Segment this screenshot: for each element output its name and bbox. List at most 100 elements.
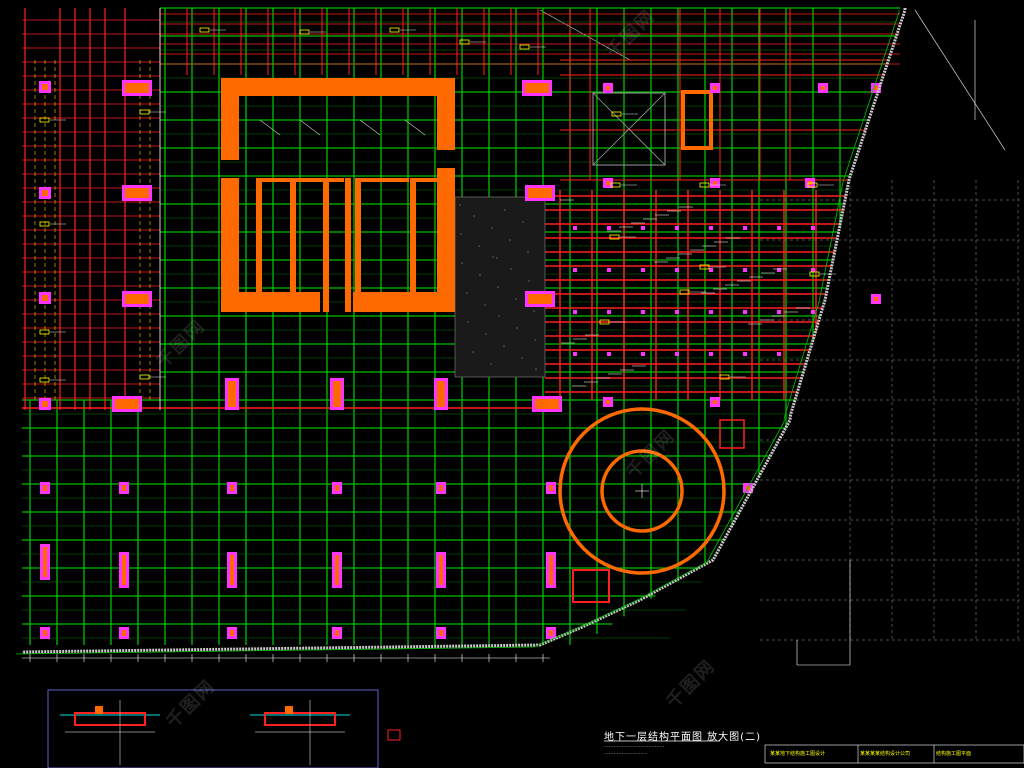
wall-annotation: [404, 119, 426, 136]
core-wall-segment: [355, 178, 361, 292]
elevator-pit: [681, 90, 713, 150]
hatch-dot: [473, 215, 475, 217]
column-small: [811, 226, 815, 230]
annotation-mark: [459, 39, 470, 45]
annotation-mark: [39, 221, 50, 227]
column-small: [641, 268, 645, 272]
column: [821, 86, 825, 90]
column-small: [641, 226, 645, 230]
hatch-dot: [516, 327, 518, 329]
column: [115, 399, 139, 409]
column-small: [777, 310, 781, 314]
column: [230, 630, 234, 636]
title-block-frame: [764, 744, 1024, 764]
ramp-inner-ring: [600, 449, 684, 533]
column: [230, 485, 234, 491]
annotation-mark: [699, 182, 710, 188]
hatched-area: [454, 196, 546, 378]
hatch-dot: [467, 321, 469, 323]
column: [42, 401, 48, 407]
core-wall-segment: [355, 178, 409, 182]
shaft-opening: [592, 92, 666, 166]
column: [122, 555, 126, 585]
column: [713, 86, 717, 90]
core-wall-segment: [290, 178, 296, 292]
section-column: [95, 706, 103, 714]
column: [549, 485, 553, 491]
beam-lines: [22, 8, 900, 410]
column: [335, 630, 339, 636]
drawing-title: 地下一层结构平面图 放大图(二): [604, 732, 761, 743]
column-small: [675, 268, 679, 272]
hatch-dot: [478, 245, 480, 247]
core-wall-segment: [323, 178, 329, 312]
hatch-dot: [509, 239, 511, 241]
column-small: [607, 352, 611, 356]
annotation-mark: [807, 182, 818, 188]
hatch-dot: [535, 368, 537, 370]
column: [125, 83, 149, 93]
column: [535, 399, 559, 409]
column: [125, 294, 149, 304]
hatch-dot: [533, 310, 535, 312]
column-small: [709, 352, 713, 356]
column-small: [675, 310, 679, 314]
section-details: [47, 689, 1024, 768]
annotation-mark: [39, 117, 50, 123]
section-beam: [74, 712, 146, 726]
section-beam: [264, 712, 336, 726]
column: [437, 381, 445, 407]
column-small: [607, 226, 611, 230]
column-small: [573, 226, 577, 230]
annotation-mark: [611, 111, 622, 117]
reference-diagonal: [914, 9, 1006, 151]
annotation-mark: [39, 329, 50, 335]
column: [43, 630, 47, 636]
column-small: [709, 310, 713, 314]
annotation-mark: [199, 27, 210, 33]
hatch-dot: [534, 339, 536, 341]
hatch-dot: [485, 333, 487, 335]
section-detail-frame: [47, 689, 379, 768]
core-wall-segment: [256, 178, 310, 182]
hatch-dot: [515, 298, 517, 300]
column-small: [641, 352, 645, 356]
core-wall-segment: [256, 178, 262, 292]
column: [43, 485, 47, 491]
column-small: [777, 352, 781, 356]
hatch-dot: [504, 209, 506, 211]
column-small: [573, 268, 577, 272]
column: [874, 297, 878, 301]
section-mark: [387, 729, 401, 741]
title-block-cell-1: 某某地下结构施工图设计: [770, 751, 826, 757]
column-small: [573, 352, 577, 356]
core-wall-segment: [410, 178, 437, 182]
column: [335, 555, 339, 585]
annotation-mark: [599, 319, 610, 325]
column: [525, 83, 549, 93]
column: [439, 485, 443, 491]
column-small: [811, 268, 815, 272]
annotation-mark: [139, 374, 150, 380]
column-small: [811, 310, 815, 314]
drawing-subtitle-1: ......................................: [604, 743, 665, 749]
column: [335, 485, 339, 491]
column-small: [743, 352, 747, 356]
column: [125, 188, 149, 198]
annotation-mark: [389, 27, 400, 33]
column: [874, 86, 878, 90]
column-small: [607, 310, 611, 314]
annotation-mark: [719, 374, 730, 380]
wall-annotation: [359, 119, 381, 136]
column-small: [709, 226, 713, 230]
reference-diagonal: [539, 9, 631, 61]
column: [713, 400, 717, 404]
annotation-marks: [39, 27, 836, 387]
annotation-mark: [139, 109, 150, 115]
ramp-entry-box: [572, 569, 610, 603]
ramp-outer-ring: [558, 407, 726, 575]
column: [549, 630, 553, 636]
hatch-dot: [490, 363, 492, 365]
annotation-mark: [699, 264, 710, 270]
